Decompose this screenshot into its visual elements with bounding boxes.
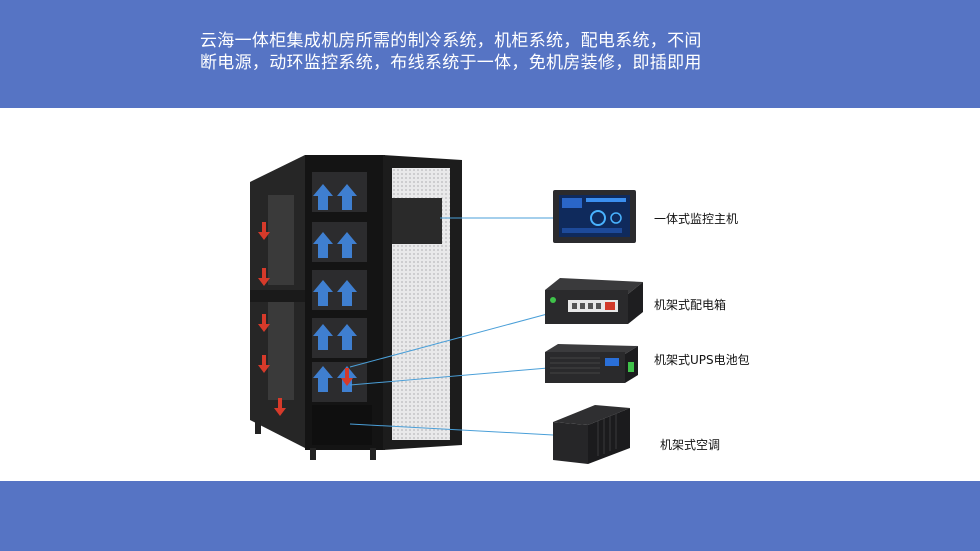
ups-unit-icon bbox=[545, 344, 638, 383]
label-pdu: 机架式配电箱 bbox=[654, 298, 727, 312]
footer-band bbox=[0, 481, 980, 551]
cold-airflow bbox=[313, 184, 357, 392]
headline: 云海一体柜集成机房所需的制冷系统，机柜系统，配电系统，不间 断电源，动环监控系统… bbox=[200, 30, 760, 74]
leader-lines bbox=[349, 217, 554, 436]
label-monitor-host: 一体式监控主机 bbox=[654, 212, 739, 226]
header-band bbox=[0, 0, 980, 108]
monitor-screen-icon bbox=[553, 190, 636, 243]
headline-line-2: 断电源，动环监控系统，布线系统于一体，免机房装修，即插即用 bbox=[200, 53, 702, 73]
cabinet bbox=[250, 155, 462, 460]
hot-airflow bbox=[258, 222, 353, 416]
label-ac: 机架式空调 bbox=[660, 438, 721, 452]
ac-unit-icon bbox=[553, 405, 630, 464]
pdu-box-icon bbox=[545, 278, 643, 324]
label-ups: 机架式UPS电池包 bbox=[654, 353, 750, 367]
headline-line-1: 云海一体柜集成机房所需的制冷系统，机柜系统，配电系统，不间 bbox=[200, 31, 702, 51]
